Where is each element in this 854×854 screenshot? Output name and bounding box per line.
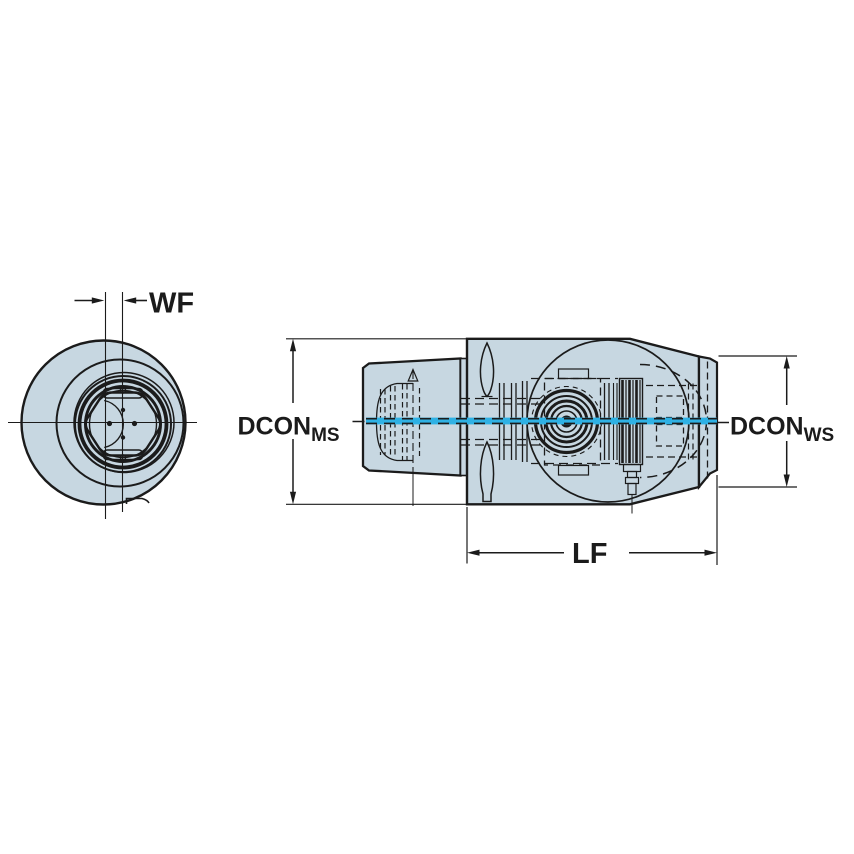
front-view (8, 292, 197, 519)
wf-arrow-left (123, 297, 137, 304)
front-bore-arc (104, 399, 124, 449)
dcon-ms-label: DCONMS (238, 413, 340, 447)
dcon-ws-label-main: DCON (730, 413, 804, 441)
clamp-slot-bottom (479, 440, 495, 503)
coupling-body (361, 357, 462, 477)
front-bottom-notch (125, 497, 150, 504)
lf-dimension: LF (466, 475, 718, 570)
dcon-ws-label: DCONWS (730, 413, 834, 447)
wf-label: WF (149, 288, 194, 320)
dcon-ws-label-sub: WS (804, 425, 835, 446)
arrow-up (783, 356, 790, 369)
dcon-ms-dimension: DCONMS (238, 338, 467, 505)
polygon-coupling-profile (84, 391, 162, 457)
arrow-down (289, 491, 297, 505)
arrow-left (467, 549, 480, 556)
coupling-arrow-mark (407, 367, 419, 382)
rotation-axis-centerline (352, 417, 729, 425)
arrow-right (704, 549, 717, 556)
wf-arrow-right (91, 297, 105, 304)
set-screw (622, 463, 642, 514)
dcon-ms-label-main: DCON (238, 413, 312, 441)
rear-hidden-pockets (655, 383, 694, 460)
lf-label: LF (572, 538, 607, 570)
dcon-ws-dimension: DCONWS (718, 355, 834, 488)
arrow-up (289, 338, 297, 352)
side-view (352, 337, 729, 514)
hidden-bore-lines (461, 377, 699, 465)
wf-dimension: WF (74, 288, 194, 320)
arrow-down (783, 474, 790, 487)
dcon-ms-label-sub: MS (311, 425, 340, 446)
